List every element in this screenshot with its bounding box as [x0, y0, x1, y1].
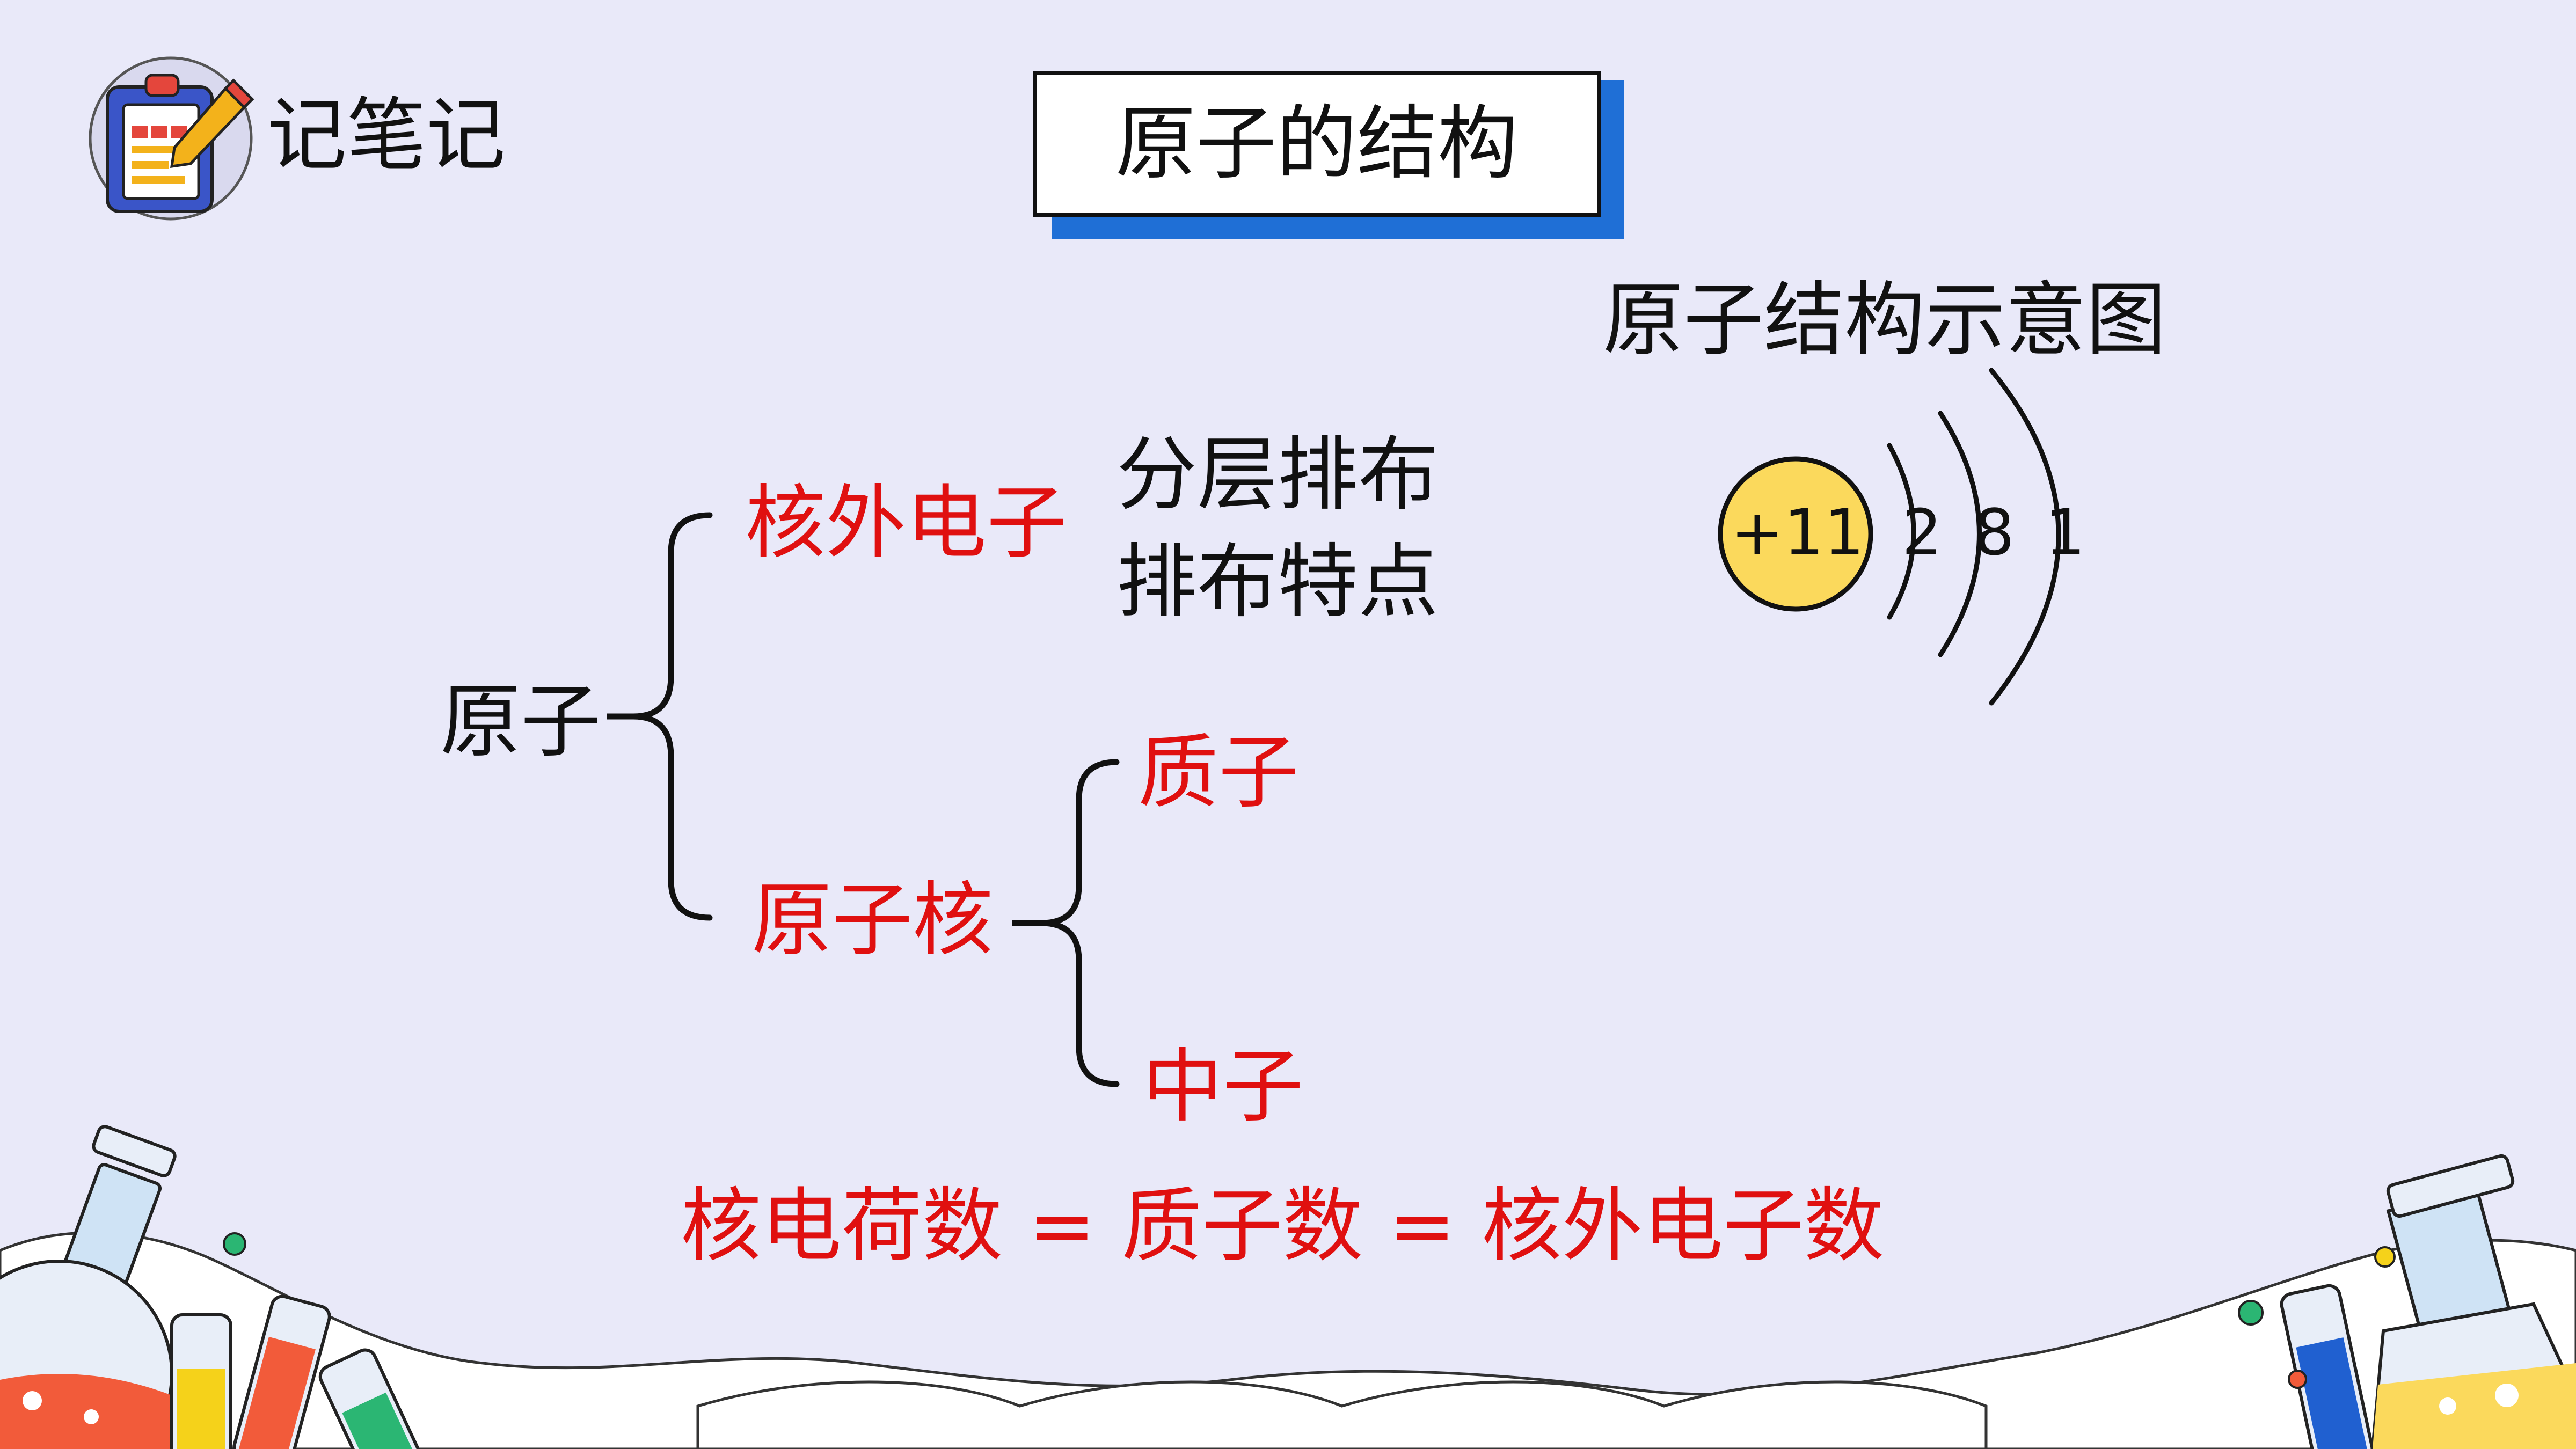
page-title: 原子的结构: [1115, 97, 1518, 191]
bubble-yellow-right: [2374, 1246, 2396, 1268]
electron-note: 分层排布: [1116, 428, 1439, 522]
logo-label: 记笔记: [267, 89, 506, 181]
flask-right-icon: [2370, 1154, 2576, 1449]
root-bracket: [633, 512, 713, 921]
diagram-title: 原子结构示意图: [1603, 274, 2167, 367]
bubble-green-right: [2238, 1300, 2264, 1326]
electron-note: 排布特点: [1116, 536, 1439, 629]
tree-node-outer-electrons: 核外电子: [745, 477, 1068, 570]
bubble-red-right: [2288, 1370, 2307, 1389]
electron-shell-1: [1887, 443, 1916, 620]
bubble-green-left: [223, 1232, 246, 1256]
shell-electron-count: 1: [2045, 495, 2086, 569]
nucleus-charge-label: +11: [1731, 495, 1865, 569]
shell-electron-count: 8: [1974, 495, 2015, 569]
atom-diagram: [1718, 368, 2061, 706]
charge-equation: 核电荷数 = 质子数 = 核外电子数: [681, 1180, 1885, 1273]
tree-root-atom: 原子: [440, 675, 602, 769]
nucleus-bracket: [1041, 759, 1120, 1087]
cloud-border: [0, 1231, 2576, 1449]
test-tubes-left-icon: [170, 1294, 428, 1449]
flask-left-icon: [0, 1125, 177, 1449]
electron-shell-3: [1989, 368, 2061, 706]
notebook-icon: [89, 56, 254, 221]
title-box: 原子的结构: [1033, 71, 1601, 217]
tree-node-proton: 质子: [1138, 726, 1300, 819]
tree-node-neutron: 中子: [1142, 1040, 1304, 1133]
electron-shell-2: [1938, 411, 1982, 657]
nucleus-circle: [1718, 456, 1873, 612]
shell-electron-count: 2: [1902, 495, 1943, 569]
tree-node-nucleus: 原子核: [751, 874, 994, 967]
